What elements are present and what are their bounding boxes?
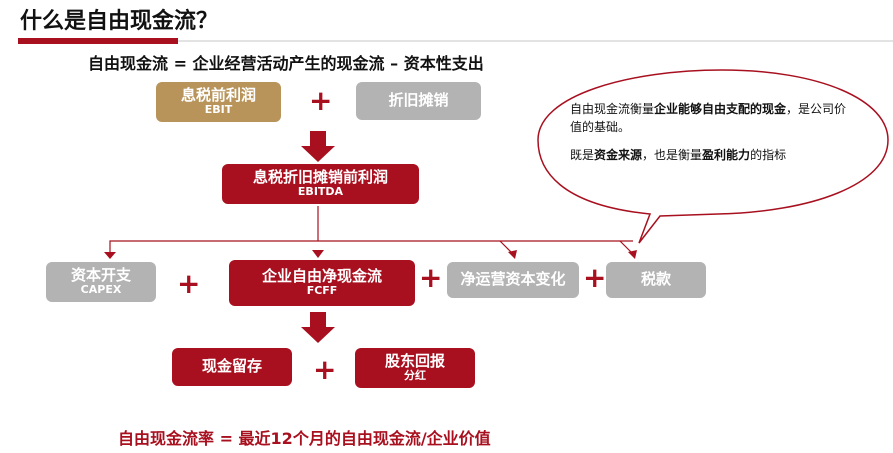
tax-label: 税款 [640, 270, 671, 289]
callout-text-1a: 自由现金流衡量 [570, 102, 655, 116]
capex-label: 资本开支 [70, 266, 131, 285]
ebitda-label: 息税折旧摊销前利润 [252, 168, 388, 187]
fcff-label: 企业自由净现金流 [261, 267, 382, 286]
distribution-branch-capex [109, 240, 633, 256]
callout-text-1b: 企业能够自由支配的现金 [654, 102, 787, 116]
shareholder-return-label: 股东回报 [384, 352, 445, 371]
plus-operator-3: + [419, 261, 443, 294]
arrowhead-nwc [508, 250, 517, 259]
capex-sublabel: CAPEX [80, 283, 122, 297]
callout-text-2d: 盈利能力 [702, 148, 751, 162]
da-box: 折旧摊销 [356, 82, 481, 120]
fcf-yield-formula: 自由现金流率 = 最近12个月的自由现金流/企业价值 [118, 429, 491, 448]
nwc-label: 净运营资本变化 [460, 270, 566, 289]
title-divider [178, 40, 893, 42]
page-title: 什么是自由现金流？ [20, 9, 219, 34]
callout-text-2a: 既是 [570, 148, 595, 162]
ebitda-box: 息税折旧摊销前利润 EBITDA [222, 164, 419, 204]
ebitda-sublabel: EBITDA [297, 185, 344, 199]
title-accent-bar [18, 38, 178, 44]
tax-box: 税款 [606, 262, 706, 298]
plus-operator-1: + [309, 84, 333, 117]
retained-cash-label: 现金留存 [201, 357, 262, 376]
shareholder-return-sublabel: 分红 [404, 369, 426, 383]
fcff-box: 企业自由净现金流 FCFF [229, 260, 415, 306]
arrow-down-2 [301, 312, 335, 343]
retained-cash-box: 现金留存 [172, 348, 292, 386]
da-label: 折旧摊销 [388, 91, 449, 110]
plus-operator-5: + [313, 353, 337, 386]
nwc-box: 净运营资本变化 [447, 262, 579, 298]
arrowhead-tax [628, 250, 637, 259]
ebit-label: 息税前利润 [180, 86, 256, 105]
plus-operator-4: + [583, 261, 607, 294]
callout-text-2b: 资金来源 [594, 148, 643, 162]
callout-text-1c: ，是公司价值的基础。 [570, 102, 847, 134]
arrow-down-1 [301, 131, 335, 162]
callout-text-2c: ，也是衡量 [642, 148, 703, 162]
plus-operator-2: + [177, 267, 201, 300]
fcf-definition: 自由现金流 = 企业经营活动产生的现金流 – 资本性支出 [88, 54, 484, 73]
callout-text: 自由现金流衡量企业能够自由支配的现金，是公司价值的基础。 既是资金来源，也是衡量… [570, 100, 850, 174]
callout-bubble [537, 69, 889, 244]
arrowhead-fcff [312, 250, 324, 258]
fcff-sublabel: FCFF [306, 284, 338, 298]
ebit-sublabel: EBIT [204, 103, 233, 117]
arrowhead-capex [104, 252, 116, 259]
shareholder-return-box: 股东回报 分红 [355, 348, 475, 388]
capex-box: 资本开支 CAPEX [46, 262, 156, 302]
callout-text-2e: 的指标 [750, 148, 787, 162]
ebit-box: 息税前利润 EBIT [156, 82, 281, 122]
